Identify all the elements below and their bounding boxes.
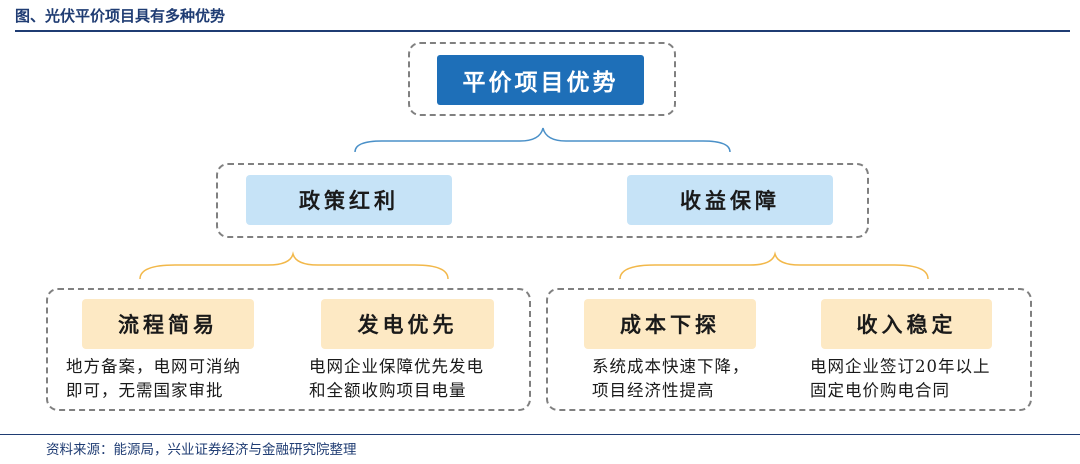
node-policy-bonus: 政策红利 — [246, 175, 452, 225]
desc-line: 电网企业保障优先发电 — [309, 357, 484, 376]
node-generation-priority: 发电优先 — [321, 299, 494, 349]
desc-generation-priority: 电网企业保障优先发电 和全额收购项目电量 — [309, 355, 484, 403]
root-node: 平价项目优势 — [437, 55, 644, 105]
policy-brace — [139, 251, 449, 280]
figure-title: 图、光伏平价项目具有多种优势 — [15, 7, 226, 25]
root-group — [408, 42, 676, 116]
node-income-guarantee: 收益保障 — [627, 175, 833, 225]
node-stable-income: 收入稳定 — [821, 299, 992, 349]
desc-stable-income: 电网企业签订20年以上 固定电价购电合同 — [810, 355, 991, 403]
source-note: 资料来源：能源局，兴业证券经济与金融研究院整理 — [46, 442, 357, 458]
desc-line: 和全额收购项目电量 — [309, 381, 467, 400]
desc-line: 电网企业签订20年以上 — [810, 357, 991, 376]
income-brace — [619, 251, 929, 280]
income-children-group — [546, 288, 1032, 411]
desc-line: 系统成本快速下降， — [592, 357, 750, 376]
desc-line: 地方备案，电网可消纳 — [66, 357, 241, 376]
root-brace — [354, 127, 731, 153]
footer-divider — [0, 434, 1080, 435]
desc-line: 固定电价购电合同 — [810, 381, 950, 400]
desc-line: 即可，无需国家审批 — [66, 381, 224, 400]
level1-group — [216, 163, 869, 238]
policy-children-group — [46, 288, 531, 411]
desc-simple-process: 地方备案，电网可消纳 即可，无需国家审批 — [66, 355, 241, 403]
title-divider — [15, 30, 1070, 32]
node-cost-decline: 成本下探 — [584, 299, 756, 349]
node-simple-process: 流程简易 — [82, 299, 254, 349]
desc-line: 项目经济性提高 — [592, 381, 715, 400]
desc-cost-decline: 系统成本快速下降， 项目经济性提高 — [592, 355, 750, 403]
